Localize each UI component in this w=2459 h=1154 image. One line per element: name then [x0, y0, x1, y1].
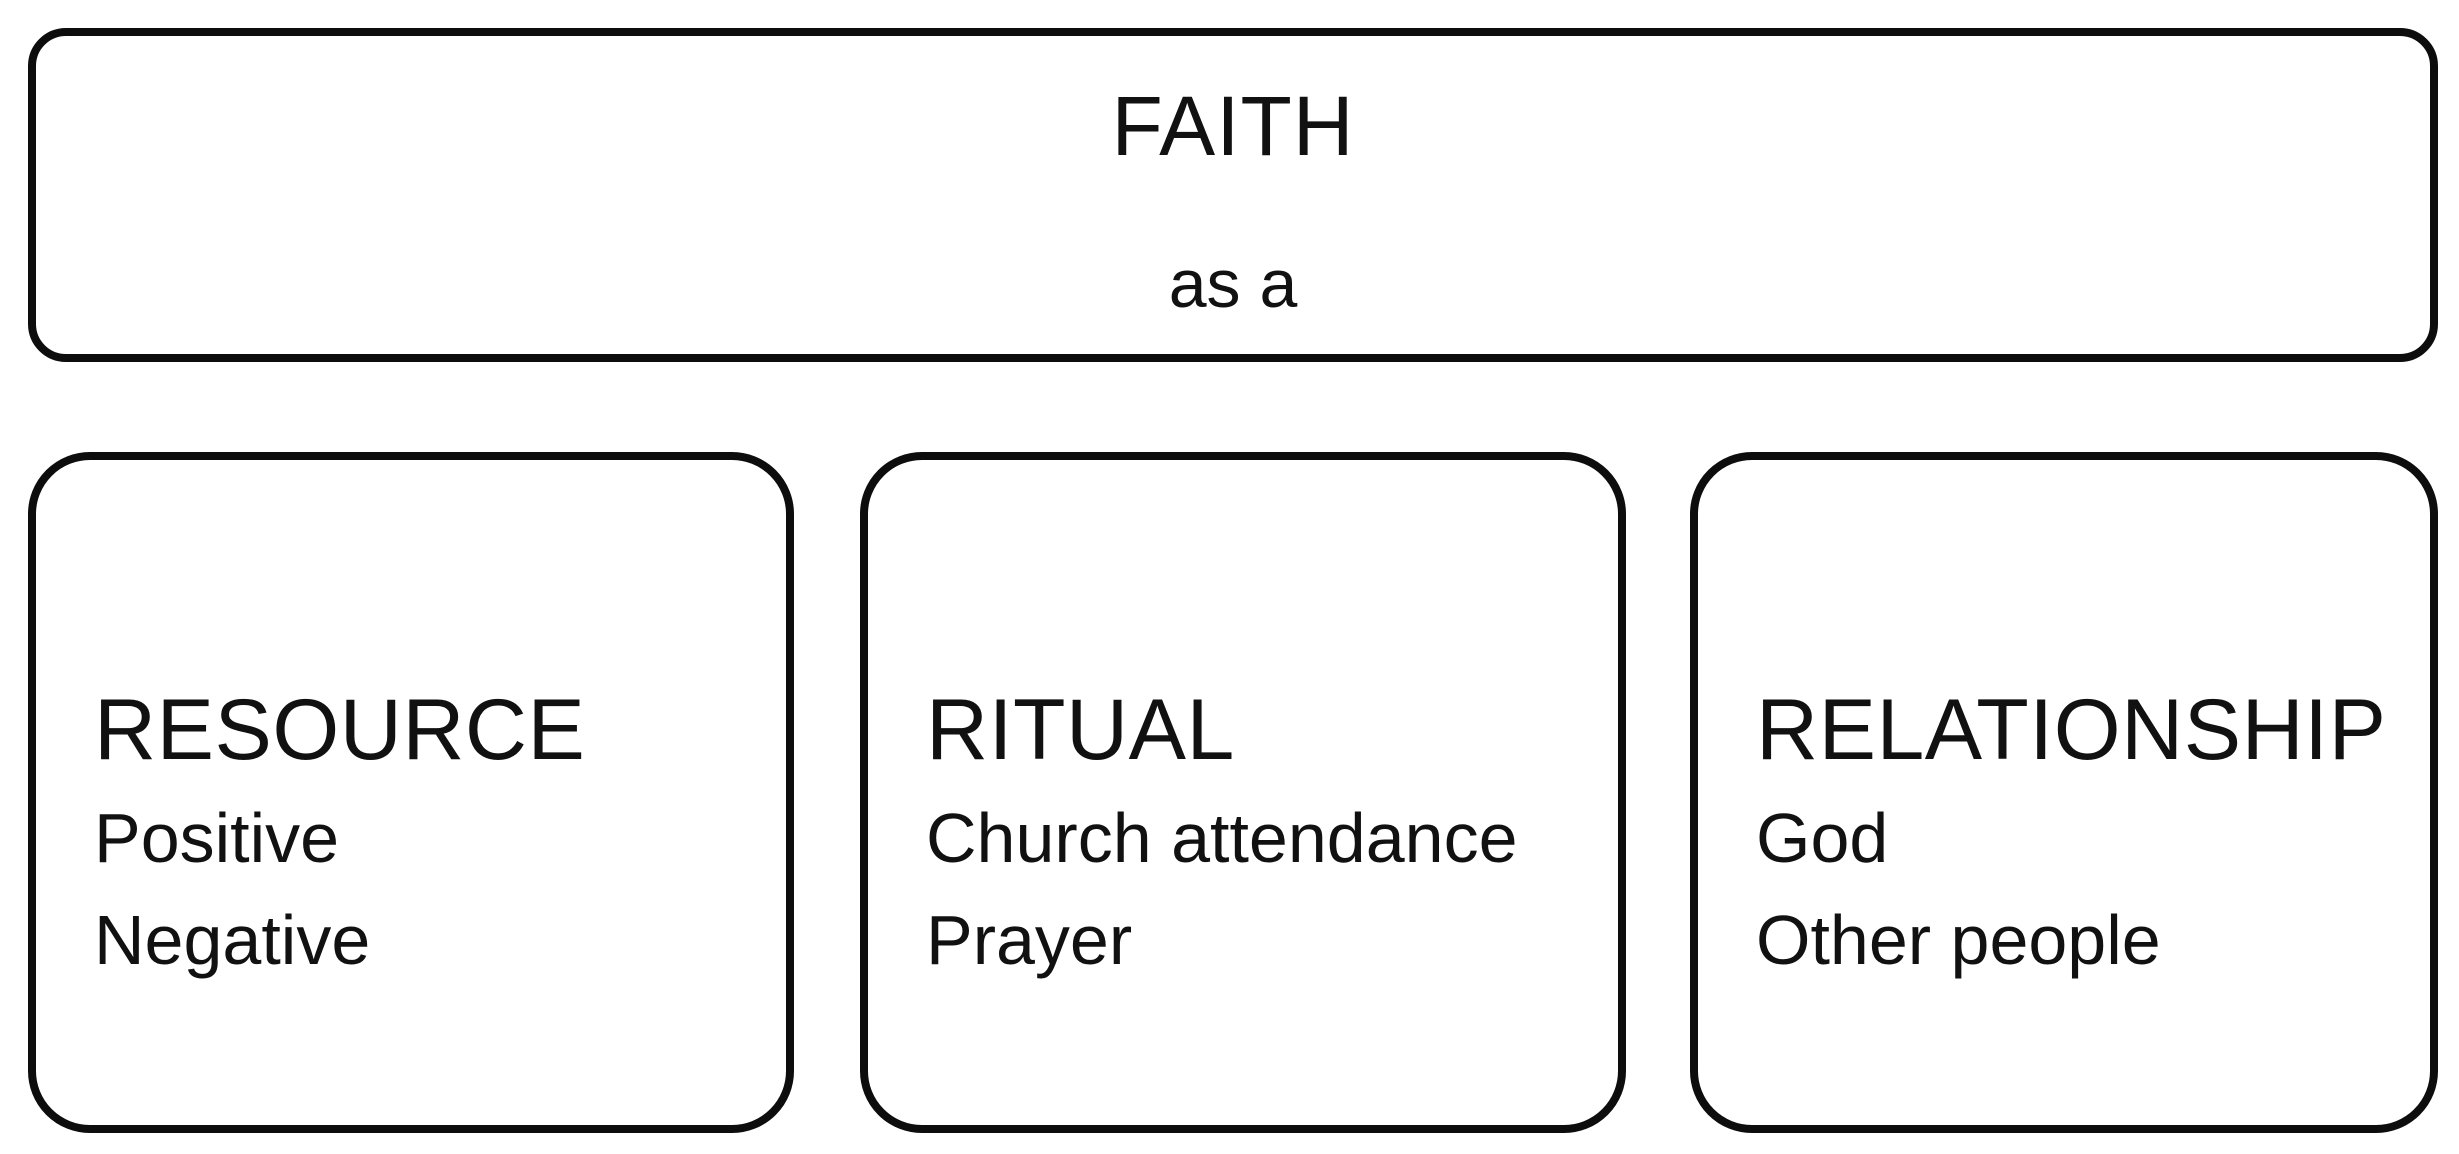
faith-box: FAITH as a: [28, 28, 2438, 362]
ritual-item-prayer: Prayer: [926, 900, 1133, 979]
faith-subtitle: as a: [1168, 245, 1298, 322]
resource-title: RESOURCE: [94, 682, 586, 778]
relationship-title: RELATIONSHIP: [1756, 682, 2387, 778]
ritual-title: RITUAL: [926, 682, 1235, 778]
resource-box: RESOURCE Positive Negative: [28, 452, 794, 1133]
faith-title: FAITH: [1111, 79, 1355, 173]
relationship-item-god: God: [1756, 799, 1889, 878]
ritual-box: RITUAL Church attendance Prayer: [860, 452, 1626, 1133]
resource-item-positive: Positive: [94, 799, 340, 878]
relationship-item-other-people: Other people: [1756, 900, 2161, 979]
ritual-item-church-attendance: Church attendance: [926, 799, 1518, 878]
resource-item-negative: Negative: [94, 900, 371, 979]
relationship-box: RELATIONSHIP God Other people: [1690, 452, 2438, 1133]
